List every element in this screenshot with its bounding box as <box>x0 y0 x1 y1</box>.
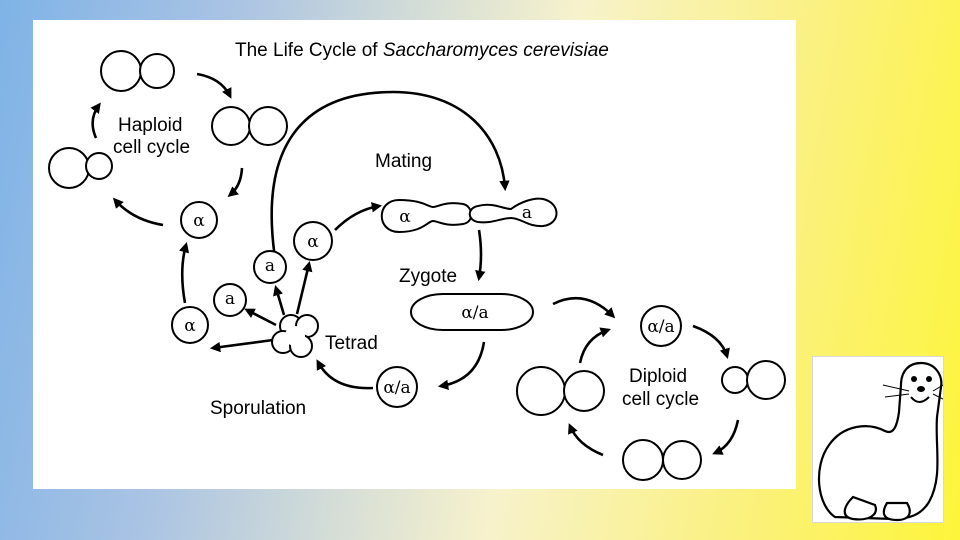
tetrad <box>271 314 319 358</box>
zygote-cell-label: α/a <box>461 303 488 323</box>
spore-a-lower-label: a <box>225 289 235 309</box>
diploid-arrow-right <box>712 419 740 455</box>
spore-a-upper-label: a <box>265 256 275 276</box>
haploid-arrow-bottom <box>112 197 164 227</box>
mating-cell-a-label: a <box>522 203 532 223</box>
haploid-budding-cell-top <box>100 50 175 92</box>
diploid-cycle-label-1: Diploid <box>629 366 687 387</box>
tetrad-to-a-lower-arrow <box>244 308 277 327</box>
diploid-budding-cell-bottom <box>622 439 702 481</box>
spore-alpha-upper <box>293 221 333 261</box>
seal-cartoon-icon <box>817 361 944 522</box>
haploid-budding-cell-right <box>211 106 288 146</box>
haploid-cycle-label-1: Haploid <box>118 115 182 136</box>
seal-mascot <box>812 356 944 523</box>
zygote-to-diploid-arrow <box>552 296 616 319</box>
tetrad-to-alpha-upper-arrow <box>295 260 313 315</box>
zygote-cell <box>410 293 534 331</box>
sporulation-label: Sporulation <box>210 398 306 419</box>
life-cycle-diagram: The Life Cycle of Saccharomyces cerevisi… <box>48 40 786 481</box>
sporulation-arrow <box>316 359 374 390</box>
sporulating-diploid-cell <box>376 366 418 408</box>
sporulating-diploid-cell-label: α/a <box>383 378 410 398</box>
tetrad-label: Tetrad <box>325 333 378 354</box>
haploid-alpha-cell <box>180 201 218 239</box>
diploid-alpha-a-cell <box>640 305 682 347</box>
mating-cell-a <box>468 197 558 228</box>
mating-arc-arrow <box>270 90 510 259</box>
diploid-budding-cell-right <box>721 360 786 400</box>
diploid-alpha-a-cell-label: α/a <box>647 317 674 337</box>
spore-alpha-upper-label: α <box>307 232 319 252</box>
haploid-alpha-cell-label: α <box>193 211 205 231</box>
mating-label: Mating <box>375 151 432 172</box>
zygote-label: Zygote <box>399 266 457 287</box>
spore-a-lower <box>213 283 247 317</box>
tetrad-to-a-upper-arrow <box>273 285 286 316</box>
diploid-arrow-top <box>692 324 730 359</box>
mating-cell-alpha <box>380 198 473 234</box>
spore-alpha-to-haploid-arrow <box>179 241 190 304</box>
spore-alpha-left <box>171 306 209 344</box>
diploid-budding-cell-left <box>516 366 605 416</box>
zygote-arrow <box>475 229 486 282</box>
spore-a-upper <box>253 250 287 284</box>
zygote-to-sporulation-arrow <box>437 341 486 390</box>
mating-cell-alpha-label: α <box>399 207 411 227</box>
haploid-cycle-label-2: cell cycle <box>113 137 190 158</box>
slide-panel: The Life Cycle of Saccharomyces cerevisi… <box>33 20 796 489</box>
spore-alpha-to-mating-arrow <box>334 202 383 231</box>
haploid-arrow-top <box>196 72 232 99</box>
haploid-budding-cell-left <box>48 147 113 189</box>
spore-alpha-left-label: α <box>184 316 196 336</box>
diploid-arrow-bottom <box>568 423 604 457</box>
haploid-arrow-down <box>227 167 244 197</box>
diagram-title: The Life Cycle of Saccharomyces cerevisi… <box>235 40 609 61</box>
diploid-cycle-label-2: cell cycle <box>622 389 699 410</box>
diploid-arrow-left <box>578 327 611 364</box>
haploid-arrow-up <box>90 102 101 139</box>
tetrad-to-alpha-left-arrow <box>209 338 274 353</box>
